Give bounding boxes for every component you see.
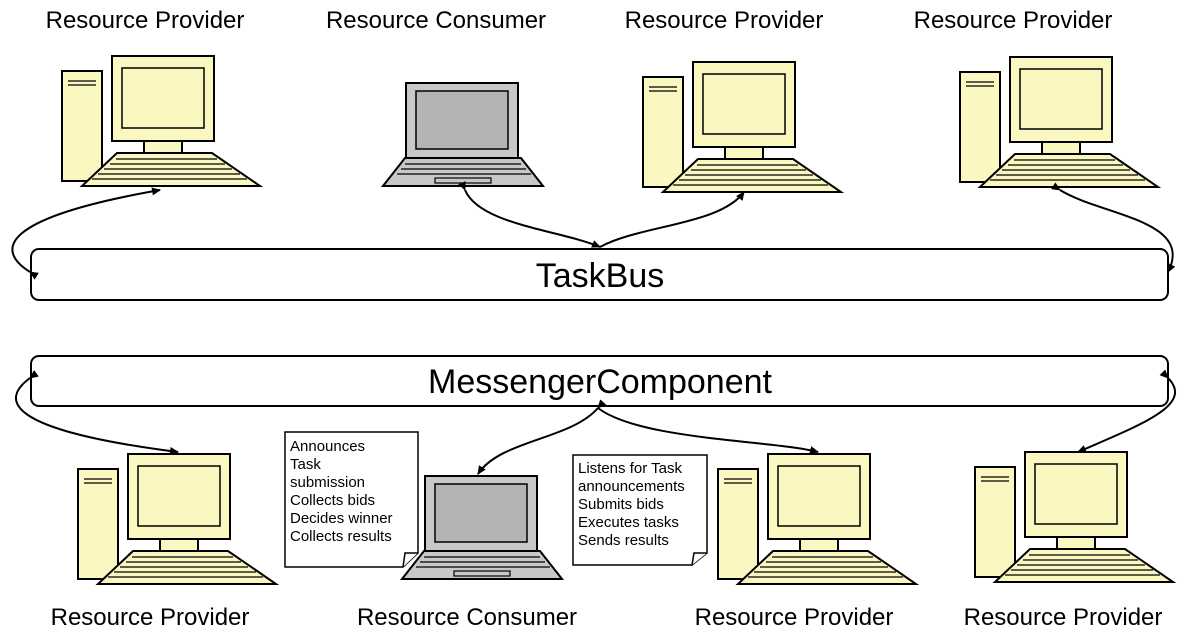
arrow-bottom-right <box>1077 369 1176 453</box>
messenger-label: MessengerComponent <box>428 363 773 401</box>
bottom-label-2: Resource Consumer <box>357 604 577 631</box>
laptop-computer-icon <box>401 475 563 580</box>
consumer-note-line-5: Decides winner <box>290 510 393 527</box>
arrow-top-consumer-right <box>599 191 745 248</box>
top-label-1: Resource Provider <box>46 7 245 34</box>
consumer-note-line-6: Collects results <box>290 528 392 545</box>
desktop-computer-icon <box>77 453 277 585</box>
provider-note-line-2: announcements <box>578 478 685 495</box>
top-label-4: Resource Provider <box>914 7 1113 34</box>
top-label-3: Resource Provider <box>625 7 824 34</box>
arrow-top-consumer-left <box>458 181 601 248</box>
provider-note-line-5: Sends results <box>578 532 669 549</box>
arrow-top-right <box>1051 182 1176 273</box>
consumer-note-line-1: Announces <box>290 438 365 455</box>
consumer-note-line-2: Task <box>290 456 321 473</box>
arrow-top-left <box>11 187 161 280</box>
bottom-label-4: Resource Provider <box>964 604 1163 631</box>
bottom-label-1: Resource Provider <box>51 604 250 631</box>
desktop-computer-icon <box>717 453 917 585</box>
desktop-computer-icon <box>61 55 261 187</box>
arrow-bottom-left <box>15 370 179 455</box>
bottom-label-3: Resource Provider <box>695 604 894 631</box>
provider-note-line-4: Executes tasks <box>578 514 679 531</box>
provider-note: Listens for Task announcements Submits b… <box>572 454 708 566</box>
desktop-computer-icon <box>959 56 1159 188</box>
provider-note-line-3: Submits bids <box>578 496 664 513</box>
consumer-note: Announces Task submission Collects bids … <box>284 431 419 568</box>
desktop-computer-icon <box>974 451 1174 583</box>
provider-note-line-1: Listens for Task <box>578 460 682 477</box>
desktop-computer-icon <box>642 61 842 193</box>
arrow-bottom-consumer-right <box>597 407 819 454</box>
top-label-2: Resource Consumer <box>326 7 546 34</box>
laptop-computer-icon <box>382 82 544 187</box>
consumer-note-line-4: Collects bids <box>290 492 375 509</box>
consumer-note-line-3: submission <box>290 474 365 491</box>
taskbus-label: TaskBus <box>536 257 665 295</box>
arrow-bottom-consumer-left <box>477 399 607 475</box>
